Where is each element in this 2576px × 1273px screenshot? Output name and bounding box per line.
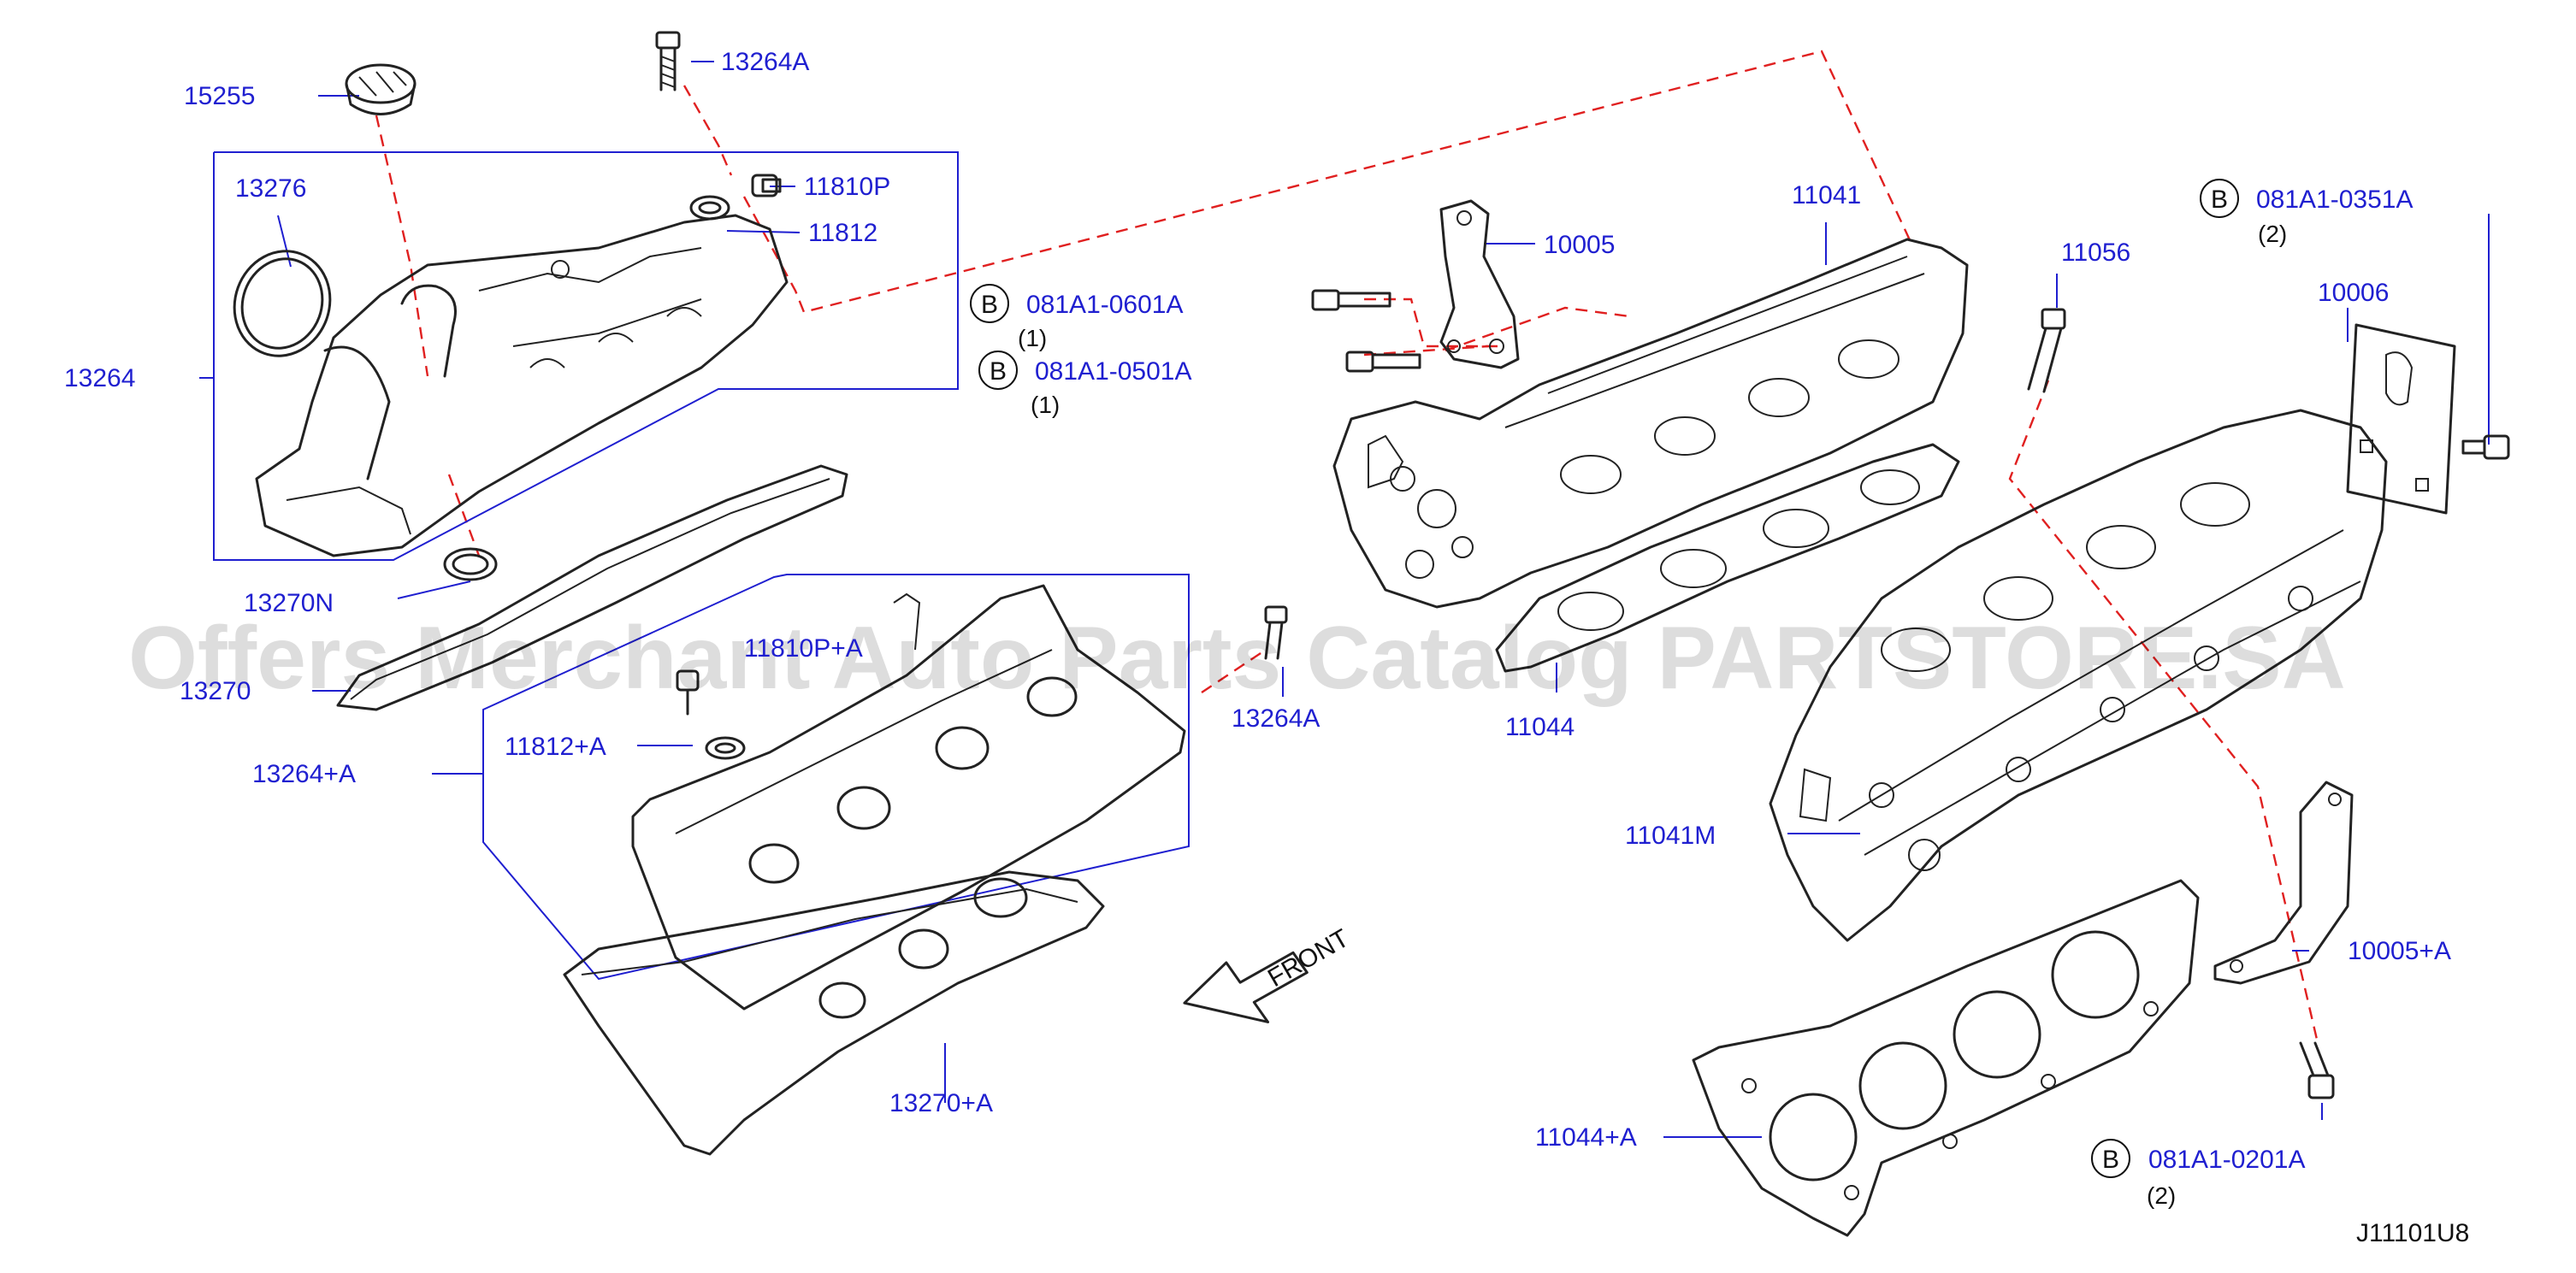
label-10006[interactable]: 10006 bbox=[2318, 279, 2389, 307]
label-13270[interactable]: 13270 bbox=[180, 677, 251, 705]
bolt-callout-0501[interactable]: B 081A1-0501A (1) bbox=[978, 351, 1192, 418]
bracket-10005a-drawing bbox=[2213, 781, 2354, 985]
oil-cap-15255-drawing bbox=[345, 63, 417, 115]
bolt-0601-drawing bbox=[1311, 289, 1391, 311]
bolt-mark: B bbox=[990, 357, 1007, 386]
label-10005[interactable]: 10005 bbox=[1544, 231, 1615, 259]
part-labels: 13264A 15255 13276 11810P 11812 13264 13… bbox=[64, 48, 2451, 1152]
plate-10006-drawing bbox=[2346, 323, 2456, 515]
front-label: FRONT bbox=[1263, 924, 1354, 993]
bolt-callout-0601[interactable]: B 081A1-0601A (1) bbox=[970, 284, 1184, 351]
bolt-code: 081A1-0201A bbox=[2148, 1146, 2306, 1174]
b-circle-icon bbox=[978, 351, 1018, 390]
leader-lines bbox=[199, 61, 2490, 1138]
bolt-code: 081A1-0501A bbox=[1035, 357, 1192, 386]
bolt-code: 081A1-0601A bbox=[1026, 291, 1184, 319]
label-11810pa[interactable]: 11810P+A bbox=[744, 634, 863, 663]
label-11812a[interactable]: 11812+A bbox=[505, 733, 606, 761]
label-13270a[interactable]: 13270+A bbox=[889, 1089, 993, 1117]
gasket-13270a-drawing bbox=[563, 870, 1105, 1156]
bolt-callout-0351[interactable]: B 081A1-0351A (2) bbox=[2200, 179, 2414, 247]
bracket-10005-drawing bbox=[1439, 199, 1520, 369]
pcv-valve-11810pa-drawing bbox=[676, 669, 700, 716]
grommet-11812-drawing bbox=[689, 195, 730, 221]
front-arrow bbox=[1183, 951, 1309, 1023]
cylinder-head-11041-drawing bbox=[1332, 238, 1969, 609]
bolt-mark: B bbox=[2211, 186, 2228, 214]
bolt-11056-drawing bbox=[2027, 308, 2066, 393]
label-13270n[interactable]: 13270N bbox=[244, 589, 334, 617]
label-11044a[interactable]: 11044+A bbox=[1535, 1123, 1637, 1152]
bolt-code: 081A1-0351A bbox=[2256, 186, 2414, 214]
bolt-callout-0201[interactable]: B 081A1-0201A (2) bbox=[2091, 1139, 2306, 1209]
seal-13270n-drawing bbox=[443, 547, 498, 581]
label-11812[interactable]: 11812 bbox=[808, 219, 877, 247]
bolt-13264a-mid-drawing bbox=[1264, 605, 1288, 660]
bolt-0501-drawing bbox=[1345, 351, 1421, 373]
label-10005a[interactable]: 10005+A bbox=[2348, 937, 2451, 965]
bolt-mark: B bbox=[2102, 1146, 2119, 1174]
label-11810p[interactable]: 11810P bbox=[804, 173, 890, 201]
label-13276[interactable]: 13276 bbox=[235, 174, 306, 203]
rocker-cover-13264-drawing bbox=[255, 214, 789, 557]
label-13264a-top[interactable]: 13264A bbox=[721, 48, 809, 76]
dashed-alignment-lines bbox=[375, 50, 2319, 1044]
pcv-valve-11810p-drawing bbox=[751, 174, 782, 197]
gasket-13270-drawing bbox=[336, 464, 848, 711]
head-gasket-11044-drawing bbox=[1495, 443, 1960, 673]
label-11041[interactable]: 11041 bbox=[1792, 181, 1861, 209]
label-11041m[interactable]: 11041M bbox=[1625, 822, 1716, 850]
b-circle-icon bbox=[2091, 1139, 2130, 1178]
label-13264-plus-a[interactable]: 13264+A bbox=[252, 760, 356, 788]
b-circle-icon bbox=[970, 284, 1009, 323]
label-13264[interactable]: 13264 bbox=[64, 364, 135, 392]
b-circle-icon bbox=[2200, 179, 2239, 218]
diagram-code: J11101U8 bbox=[2356, 1219, 2469, 1247]
bolt-qty: (2) bbox=[2147, 1182, 2176, 1209]
watermark: Offers Merchant Auto Parts Catalog PARTS… bbox=[128, 609, 2346, 708]
label-15255[interactable]: 15255 bbox=[184, 82, 255, 110]
cylinder-head-11041m-drawing bbox=[1769, 409, 2388, 942]
o-ring-13276-drawing bbox=[233, 250, 332, 357]
grommet-11812a-drawing bbox=[705, 736, 746, 760]
head-gasket-11044a-drawing bbox=[1692, 879, 2200, 1237]
bolt-qty: (1) bbox=[1018, 325, 1047, 351]
bolt-mark: B bbox=[981, 291, 998, 319]
bolt-0201-drawing bbox=[2299, 1041, 2335, 1099]
bolt-qty: (1) bbox=[1031, 392, 1060, 418]
label-11044[interactable]: 11044 bbox=[1505, 713, 1575, 741]
label-13264a-mid[interactable]: 13264A bbox=[1232, 704, 1320, 733]
bolt-qty: (2) bbox=[2258, 221, 2287, 247]
bolt-0351-drawing bbox=[2461, 434, 2510, 460]
label-11056[interactable]: 11056 bbox=[2061, 239, 2130, 267]
bolt-13264a-top-drawing bbox=[655, 31, 681, 91]
rocker-cover-13264a-drawing bbox=[631, 584, 1186, 1019]
